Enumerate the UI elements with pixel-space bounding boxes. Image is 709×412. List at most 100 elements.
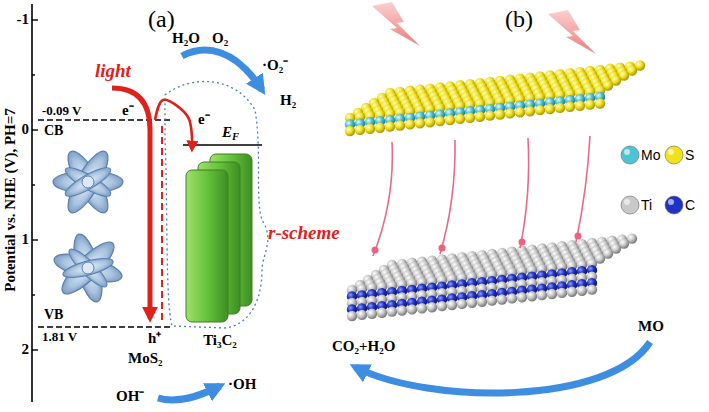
light-bolt (548, 10, 596, 54)
text-label: ·O₂⁻ (262, 57, 288, 74)
legend-swatch (665, 196, 683, 214)
legend-text: Mo (641, 147, 660, 163)
text-label: 1.81 V (42, 330, 77, 345)
text-label: h⁺ (148, 330, 161, 347)
swatch-highlight (668, 199, 674, 205)
text-label: H₂ (280, 92, 296, 109)
light-bolt (372, 2, 420, 46)
atom-sphere (387, 306, 397, 316)
atom-sphere (457, 299, 467, 309)
atom-sphere (587, 284, 597, 294)
text-label: ·OH (228, 376, 256, 393)
text-label: MO (638, 318, 664, 335)
electron-dots (372, 233, 582, 254)
atom-sphere (575, 101, 585, 111)
swatch-highlight (624, 199, 630, 205)
atom-sphere (547, 289, 557, 299)
legend-swatch (621, 196, 639, 214)
legend-text: C (685, 197, 695, 213)
degradation-arrow (355, 342, 650, 393)
text-label: -0.09 V (42, 104, 81, 119)
text-subscript: F (232, 131, 239, 142)
ti3c2-sheet (186, 170, 228, 322)
mos2-layer (345, 60, 645, 136)
atom-sphere (397, 305, 407, 315)
atom-sphere (487, 295, 497, 305)
atom-sphere (595, 98, 605, 108)
atom-sphere (345, 126, 355, 136)
atom-sphere (357, 310, 367, 320)
atom-sphere (447, 300, 457, 310)
text-label: Potential vs. NHE (V), PH=7 (2, 108, 19, 292)
atom-sphere (477, 297, 487, 307)
atom-sphere (567, 287, 577, 297)
atom-sphere (407, 304, 417, 314)
excitation-arrow (112, 88, 150, 318)
text-part: E (222, 124, 232, 140)
atom-sphere (455, 114, 465, 124)
r-scheme-outline (165, 81, 268, 328)
legend-swatch (665, 146, 683, 164)
text-label: EF (222, 124, 239, 143)
atom-sphere (445, 115, 455, 125)
node-text: Ti₃C₂ (203, 332, 237, 349)
electron-paths (373, 136, 590, 256)
atom-sphere (577, 286, 587, 296)
text-label: (b) (505, 6, 533, 34)
mos2-nanoflower (53, 146, 123, 218)
text-label: 1 (22, 231, 30, 248)
atom-sphere (525, 106, 535, 116)
ti3c2-block (180, 150, 260, 328)
atom-sphere (485, 110, 495, 120)
atom-sphere (367, 309, 377, 319)
text-label: r-scheme (268, 222, 340, 244)
mos2-nanoflower (51, 231, 124, 304)
atom-sphere (515, 107, 525, 117)
atom-sphere (497, 294, 507, 304)
text-label: (a) (148, 6, 175, 34)
atom-sphere (425, 117, 435, 127)
text-label: H₂O (172, 30, 200, 47)
atom-sphere (415, 118, 425, 128)
text-label: CO₂+H₂O (332, 338, 395, 355)
text-label: 2 (22, 341, 30, 358)
atom-sphere (417, 303, 427, 313)
atom-sphere (347, 311, 357, 321)
atom-sphere (535, 105, 545, 115)
edge-label: e⁻ (198, 111, 210, 128)
atom-sphere (585, 99, 595, 109)
electron-transfer-arrow (155, 100, 192, 149)
atom-sphere (467, 298, 477, 308)
fermi-level-line (183, 144, 262, 146)
atom-sphere (475, 112, 485, 122)
vb-line (38, 326, 172, 328)
text-label: O₂ (212, 30, 228, 47)
atom-sphere (375, 123, 385, 133)
atom-sphere (395, 120, 405, 130)
text-label: light (95, 60, 131, 82)
atom-sphere (557, 288, 567, 298)
atom-sphere (555, 103, 565, 113)
atom-sphere (435, 116, 445, 126)
atom-sphere (517, 292, 527, 302)
text-label: 0 (22, 121, 30, 138)
legend-swatch (621, 146, 639, 164)
node-text: MoS₂ (128, 350, 163, 367)
text-label: e⁻ (122, 102, 134, 119)
atom-sphere (527, 291, 537, 301)
atom-sphere (507, 293, 517, 303)
atom-sphere (505, 108, 515, 118)
atom-sphere (405, 119, 415, 129)
atom-sphere (427, 302, 437, 312)
axis-ticks (32, 20, 38, 350)
text-label: CB (44, 123, 63, 139)
swatch-highlight (624, 149, 630, 155)
atom-sphere (495, 109, 505, 119)
atom-sphere (437, 301, 447, 311)
atom-sphere (545, 104, 555, 114)
oxidation-arrow (158, 386, 220, 400)
text-label: OH⁻ (116, 388, 144, 405)
atom-sphere (365, 124, 375, 134)
legend-text: S (685, 147, 694, 163)
